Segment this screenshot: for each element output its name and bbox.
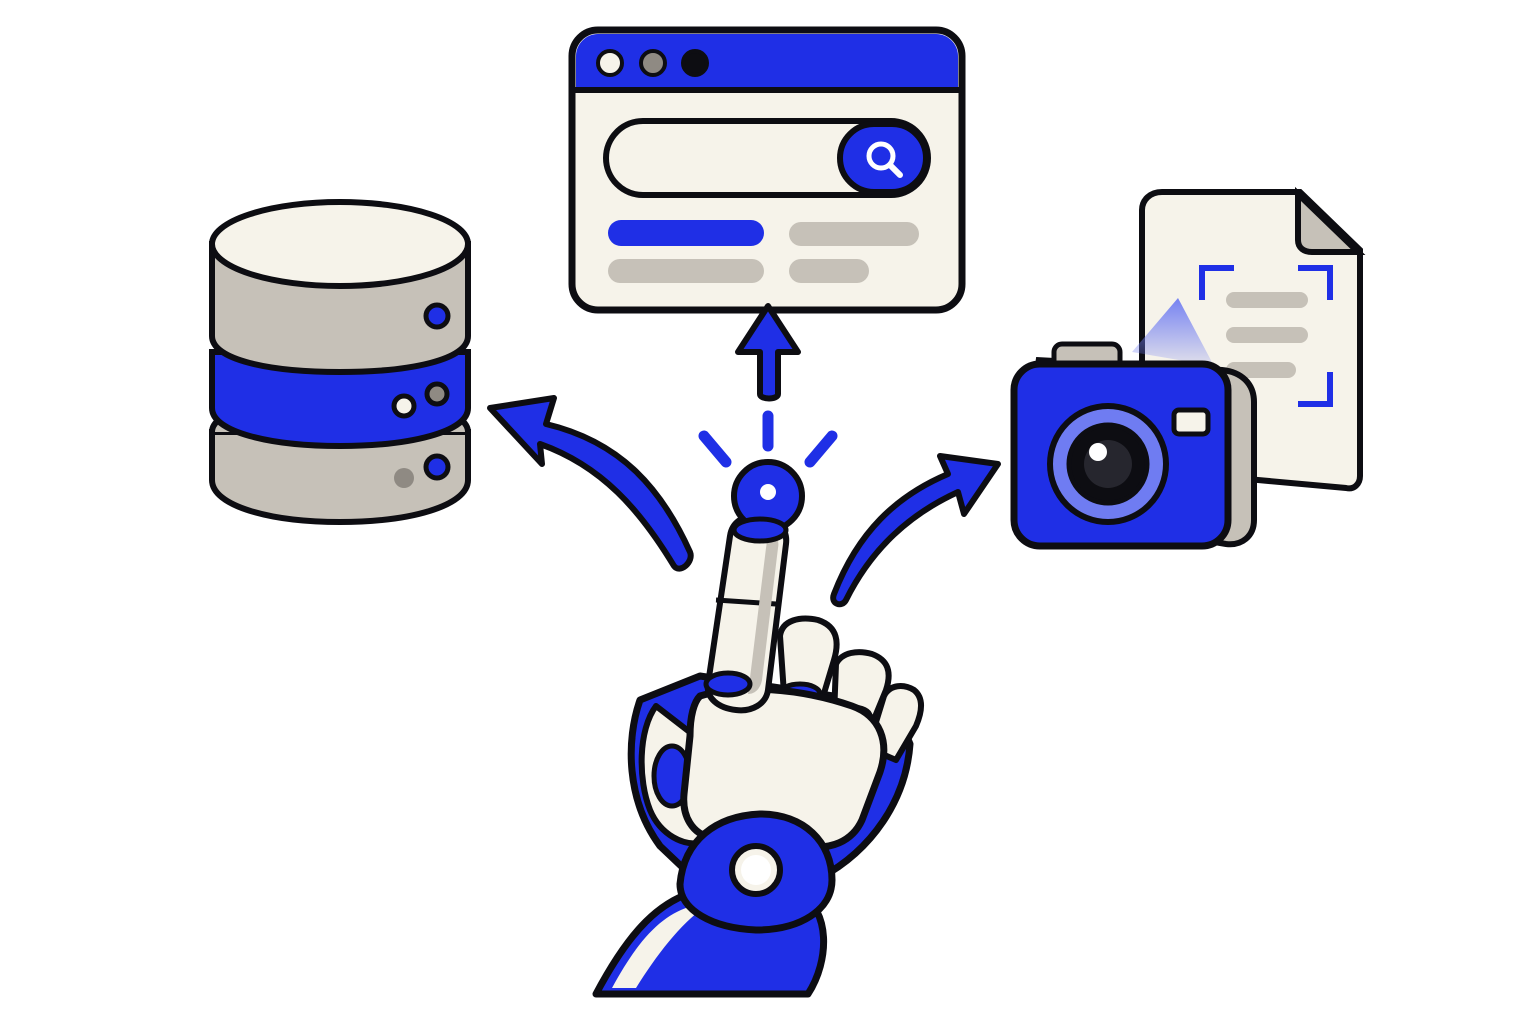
fingertip-joint	[731, 516, 789, 544]
camera-icon	[1010, 341, 1257, 550]
document-text-lines	[1226, 292, 1308, 378]
browser-window-icon	[568, 26, 966, 314]
robot-hand-icon	[592, 459, 924, 998]
database-disk-middle	[209, 349, 471, 450]
result-line	[608, 259, 764, 283]
forearm-highlight	[612, 906, 706, 988]
camera-viewfinder	[1171, 407, 1211, 437]
tap-indicator-icon	[698, 410, 838, 468]
database-led	[423, 453, 451, 481]
database-led	[423, 302, 451, 330]
arrow-to-camera-icon	[830, 453, 1001, 608]
arrow-to-database-icon	[487, 395, 694, 572]
search-icon	[837, 121, 929, 195]
palm-plate	[680, 685, 888, 851]
camera-lens	[1047, 403, 1169, 525]
finger-middle	[777, 615, 840, 703]
window-dot-minimize	[639, 49, 667, 77]
index-shading	[748, 526, 779, 694]
database-led	[391, 393, 417, 419]
result-line	[789, 222, 919, 246]
database-led	[394, 468, 414, 488]
arrow-to-browser-icon	[735, 303, 801, 402]
window-dot-maximize	[681, 49, 709, 77]
result-line-highlight	[608, 220, 764, 246]
result-lines	[608, 220, 919, 283]
result-line	[789, 259, 869, 283]
scan-beam	[1132, 298, 1214, 366]
fingertip-glint	[760, 484, 776, 500]
window-dot-close	[596, 49, 624, 77]
index-knuckle	[703, 670, 753, 698]
wrist-light-core	[741, 855, 771, 885]
database-icon	[209, 199, 471, 526]
database-led	[424, 381, 450, 407]
database-disk-top	[209, 199, 471, 376]
